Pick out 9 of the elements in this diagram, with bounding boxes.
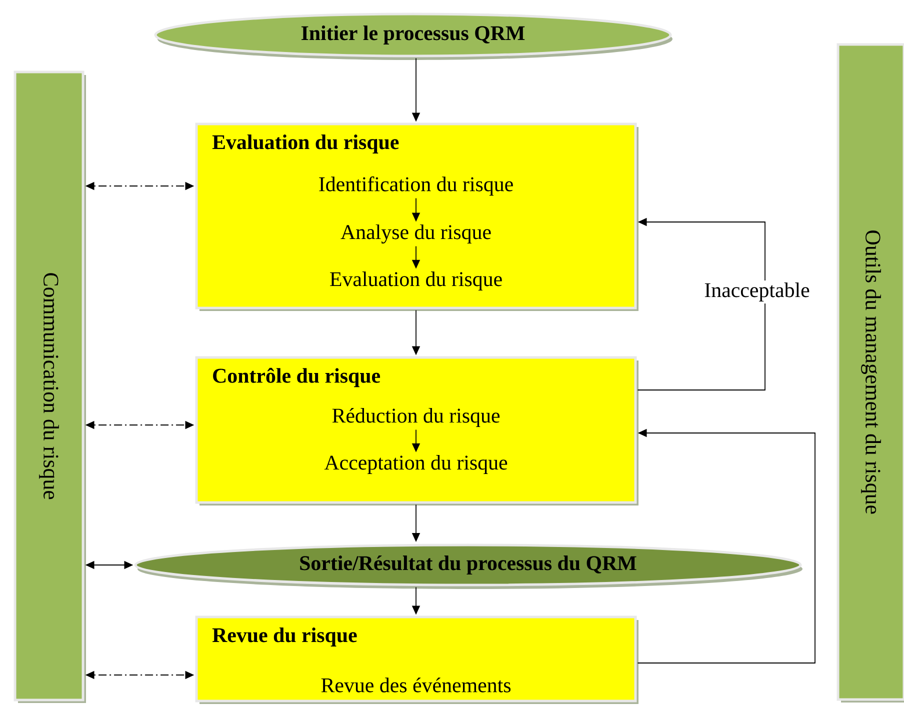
step-text: Réduction du risque	[332, 408, 500, 427]
edge-label: Inacceptable	[702, 280, 812, 304]
side-bar: Outils du management du risque	[836, 43, 904, 702]
step-text: Analyse du risque	[340, 224, 491, 244]
step-text: Identification du risque	[319, 176, 513, 196]
step-text: Acceptation du risque	[324, 455, 508, 474]
process-box: Revue du risque Revue des événements	[195, 616, 638, 704]
step-text: Evaluation du risque	[330, 272, 502, 290]
side-bar: Communication du risque	[14, 70, 86, 703]
